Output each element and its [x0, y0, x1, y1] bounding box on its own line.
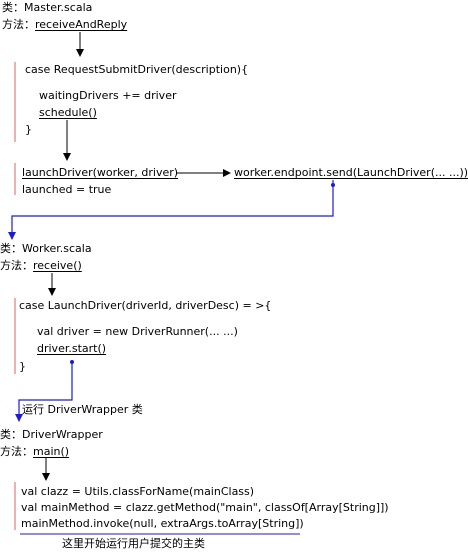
wrapper-method-prefix: 方法：	[0, 445, 33, 458]
wrapper-class-label: 类：DriverWrapper	[0, 428, 103, 441]
master-schedule-call: schedule()	[39, 106, 97, 119]
arrow-endpoint-to-worker	[8, 180, 334, 240]
launch-driver-call: launchDriver(worker, driver)	[22, 166, 179, 179]
wrapper-method-row: 方法：main()	[0, 445, 69, 459]
run-wrapper-label: 运行 DriverWrapper 类	[22, 403, 143, 416]
master-method-prefix: 方法：	[2, 18, 35, 31]
worker-class-label: 类：Worker.scala	[0, 242, 92, 255]
master-case-line: case RequestSubmitDriver(description){	[25, 63, 249, 76]
arrow-start-to-wrapper	[15, 362, 73, 422]
worker-method-name: receive()	[33, 259, 82, 272]
worker-method-prefix: 方法：	[0, 259, 33, 272]
worker-start-call: driver.start()	[37, 342, 107, 355]
worker-method-row: 方法：receive()	[0, 259, 82, 273]
wrapper-method-name: main()	[33, 445, 70, 458]
launched-line: launched = true	[22, 183, 112, 196]
endpoint-send-call: worker.endpoint.send(LaunchDriver(... ..…	[234, 166, 468, 179]
master-waiting-line: waitingDrivers += driver	[39, 89, 177, 102]
endpoint-dot	[331, 183, 335, 187]
master-class-label: 类：Master.scala	[2, 1, 93, 14]
wrapper-clazz-line: val clazz = Utils.classForName(mainClass…	[21, 485, 255, 498]
wrapper-mainmethod-line: val mainMethod = clazz.getMethod("main",…	[21, 501, 389, 514]
master-close-brace: }	[25, 123, 32, 136]
master-method-row: 方法：receiveAndReply	[2, 18, 127, 32]
wrapper-footer-note: 这里开始运行用户提交的主类	[62, 537, 205, 550]
worker-val-line: val driver = new DriverRunner(... ...)	[37, 325, 238, 338]
wrapper-invoke-line: mainMethod.invoke(null, extraArgs.toArra…	[21, 517, 304, 530]
start-dot	[70, 360, 74, 364]
worker-close-brace: }	[19, 360, 26, 373]
master-method-name: receiveAndReply	[35, 18, 128, 31]
worker-case-line: case LaunchDriver(driverId, driverDesc) …	[19, 299, 272, 312]
